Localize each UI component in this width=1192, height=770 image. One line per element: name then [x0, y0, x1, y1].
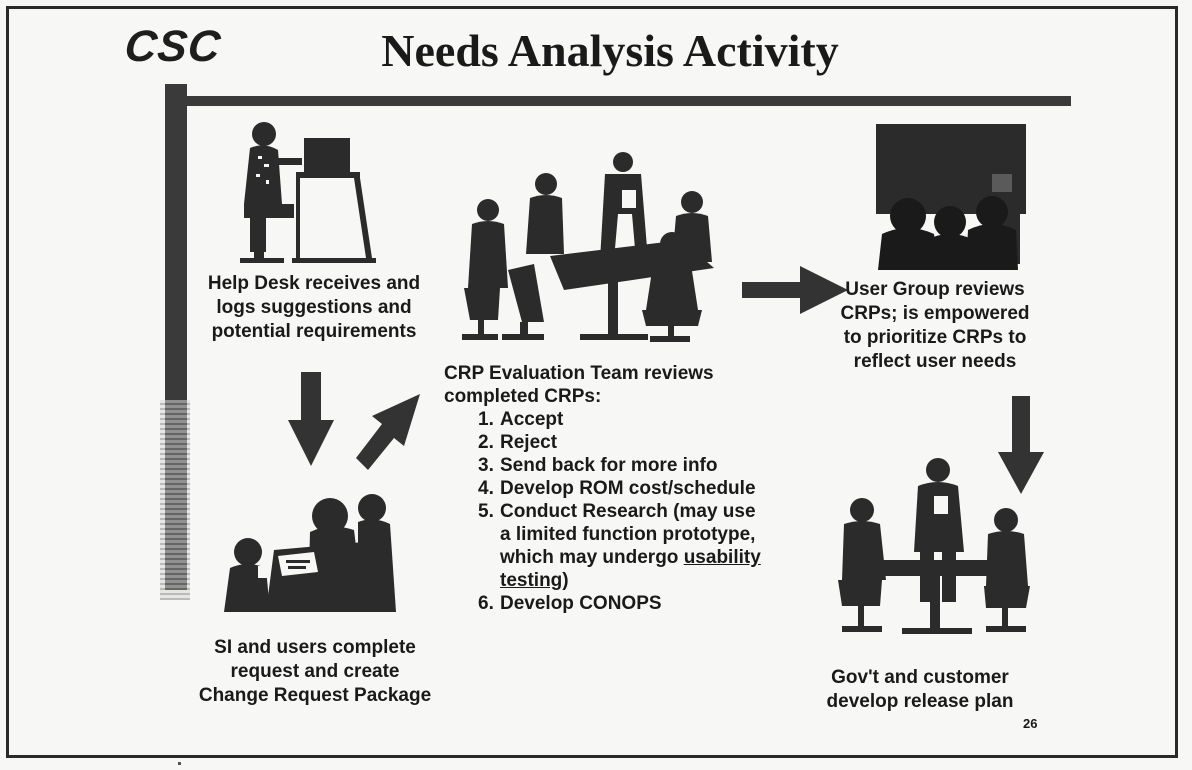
user-group-line-2: CRPs; is empowered [840, 303, 1030, 324]
list-item: 6. Develop CONOPS [444, 592, 761, 615]
list-text-line-3: which may undergo usability [500, 546, 761, 569]
list-number: 1. [478, 409, 494, 430]
arrow-down-usergroup-to-gov [998, 396, 1044, 494]
list-item: 5. Conduct Research (may use a limited f… [444, 500, 761, 592]
page-number: 26 [1023, 716, 1038, 731]
list-text-line-1: Conduct Research (may use [500, 501, 756, 522]
slide-title: Needs Analysis Activity [381, 25, 839, 76]
list-item: 1. Accept [444, 408, 761, 431]
gov-customer-line-1: Gov't and customer [831, 667, 1009, 688]
arrow-up-si-to-crp [356, 394, 420, 470]
people-at-desk-icon [224, 494, 396, 612]
list-number: 6. [478, 593, 494, 614]
scan-speck [178, 762, 181, 765]
list-text-fragment: which may undergo [500, 547, 684, 568]
person-at-computer-icon [240, 122, 376, 263]
crp-team-heading: CRP Evaluation Team reviews completed CR… [444, 362, 761, 408]
gov-customer-line-2: develop release plan [826, 691, 1014, 712]
list-text-line-4: testing) [500, 569, 761, 592]
crp-team-heading-line-1: CRP Evaluation Team reviews [444, 363, 714, 384]
scan-noise [160, 400, 190, 600]
list-text: Send back for more info [500, 455, 718, 476]
list-item: 2. Reject [444, 431, 761, 454]
si-users-caption: SI and users complete request and create… [168, 636, 462, 708]
arrow-down-helpdesk-to-si [288, 372, 334, 466]
list-text: Develop ROM cost/schedule [500, 478, 756, 499]
list-number: 2. [478, 432, 494, 453]
usability-underlined-text: usability [683, 547, 761, 568]
user-group-line-4: reflect user needs [853, 351, 1017, 372]
si-users-line-1: SI and users complete [214, 637, 416, 658]
list-number: 3. [478, 455, 494, 476]
list-text-fragment: ) [562, 570, 569, 591]
user-group-line-3: to prioritize CRPs to [843, 327, 1027, 348]
slide-border [6, 6, 1178, 758]
team-meeting-icon [462, 152, 714, 342]
top-rule-bar [165, 96, 1071, 106]
arrow-right-crp-to-usergroup [742, 266, 848, 314]
small-meeting-icon [838, 458, 1030, 634]
crp-team-heading-line-2: completed CRPs: [444, 386, 602, 407]
help-desk-line-2: logs suggestions and [216, 297, 412, 318]
list-text: Accept [500, 409, 564, 430]
user-group-line-1: User Group reviews [845, 279, 1025, 300]
crp-outcomes-list: 1. Accept 2. Reject 3. Send back for mor… [444, 408, 761, 615]
list-number: 4. [478, 478, 494, 499]
user-group-caption: User Group reviews CRPs; is empowered to… [812, 278, 1058, 374]
gov-customer-caption: Gov't and customer develop release plan [808, 666, 1032, 714]
list-text: Reject [500, 432, 558, 453]
list-item: 4. Develop ROM cost/schedule [444, 477, 761, 500]
help-desk-caption: Help Desk receives and logs suggestions … [188, 272, 440, 344]
list-text-line-2: a limited function prototype, [500, 524, 756, 545]
presentation-audience-icon [876, 124, 1026, 270]
testing-underlined-text: testing [500, 570, 563, 591]
help-desk-line-3: potential requirements [211, 321, 417, 342]
list-text: Develop CONOPS [500, 593, 662, 614]
si-users-line-2: request and create [230, 661, 400, 682]
si-users-line-3: Change Request Package [198, 685, 432, 706]
help-desk-line-1: Help Desk receives and [207, 273, 421, 294]
list-item: 3. Send back for more info [444, 454, 761, 477]
list-number: 5. [478, 501, 494, 522]
crp-team-block: CRP Evaluation Team reviews completed CR… [444, 362, 761, 615]
